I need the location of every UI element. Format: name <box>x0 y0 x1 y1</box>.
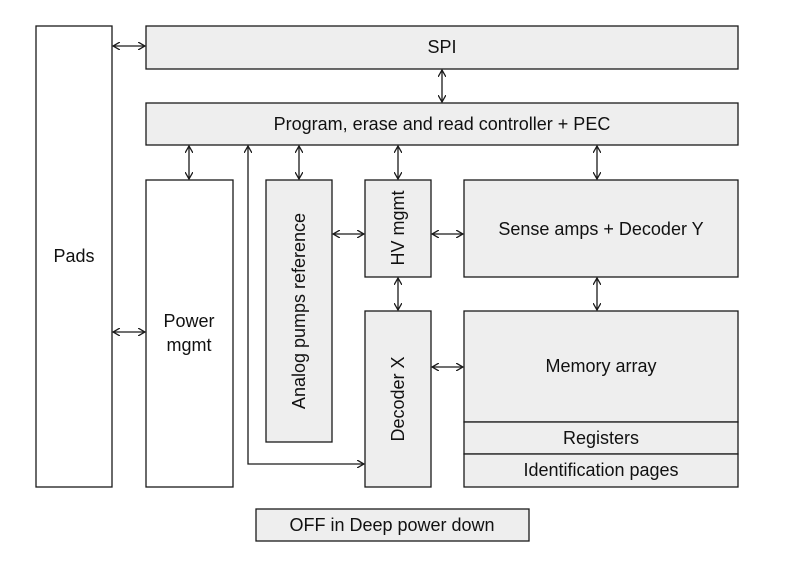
power-mgmt-block: Power mgmt <box>145 179 234 488</box>
pads-block: Pads <box>35 25 113 488</box>
sense-amps-label: Sense amps + Decoder Y <box>498 219 703 239</box>
power-mgmt-label-line2: mgmt <box>167 335 212 355</box>
off-legend-label: OFF in Deep power down <box>289 515 494 535</box>
memory-array-box <box>463 310 739 423</box>
registers-label: Registers <box>563 428 639 448</box>
decoder-x-box <box>364 310 432 488</box>
registers-block: Registers <box>463 421 739 455</box>
hv-mgmt-block: HV mgmt <box>364 179 432 278</box>
hv-mgmt-label: HV mgmt <box>388 190 408 265</box>
analog-pumps-block: Analog pumps reference <box>265 179 333 443</box>
controller-decoderx-arrow <box>248 146 364 464</box>
power-mgmt-label-line1: Power <box>163 311 214 331</box>
memory-array-block: Memory array <box>463 310 739 423</box>
analog-pumps-label: Analog pumps reference <box>289 213 309 409</box>
identification-pages-label: Identification pages <box>523 460 678 480</box>
pads-label: Pads <box>53 246 94 266</box>
off-legend-box <box>255 508 530 542</box>
connectors <box>113 46 597 464</box>
pads-box <box>35 25 113 488</box>
power-mgmt-box <box>145 179 234 488</box>
controller-block: Program, erase and read controller + PEC <box>145 102 739 146</box>
controller-label: Program, erase and read controller + PEC <box>274 114 611 134</box>
spi-block: SPI <box>145 25 739 70</box>
decoder-x-block: Decoder X <box>364 310 432 488</box>
memory-array-label: Memory array <box>545 356 656 376</box>
sense-amps-block: Sense amps + Decoder Y <box>463 179 739 278</box>
controller-box <box>145 102 739 146</box>
sense-amps-box <box>463 179 739 278</box>
decoder-x-label: Decoder X <box>388 356 408 441</box>
spi-label: SPI <box>427 37 456 57</box>
identification-pages-box <box>463 453 739 488</box>
identification-pages-block: Identification pages <box>463 453 739 488</box>
spi-box <box>145 25 739 70</box>
off-legend: OFF in Deep power down <box>255 508 530 542</box>
